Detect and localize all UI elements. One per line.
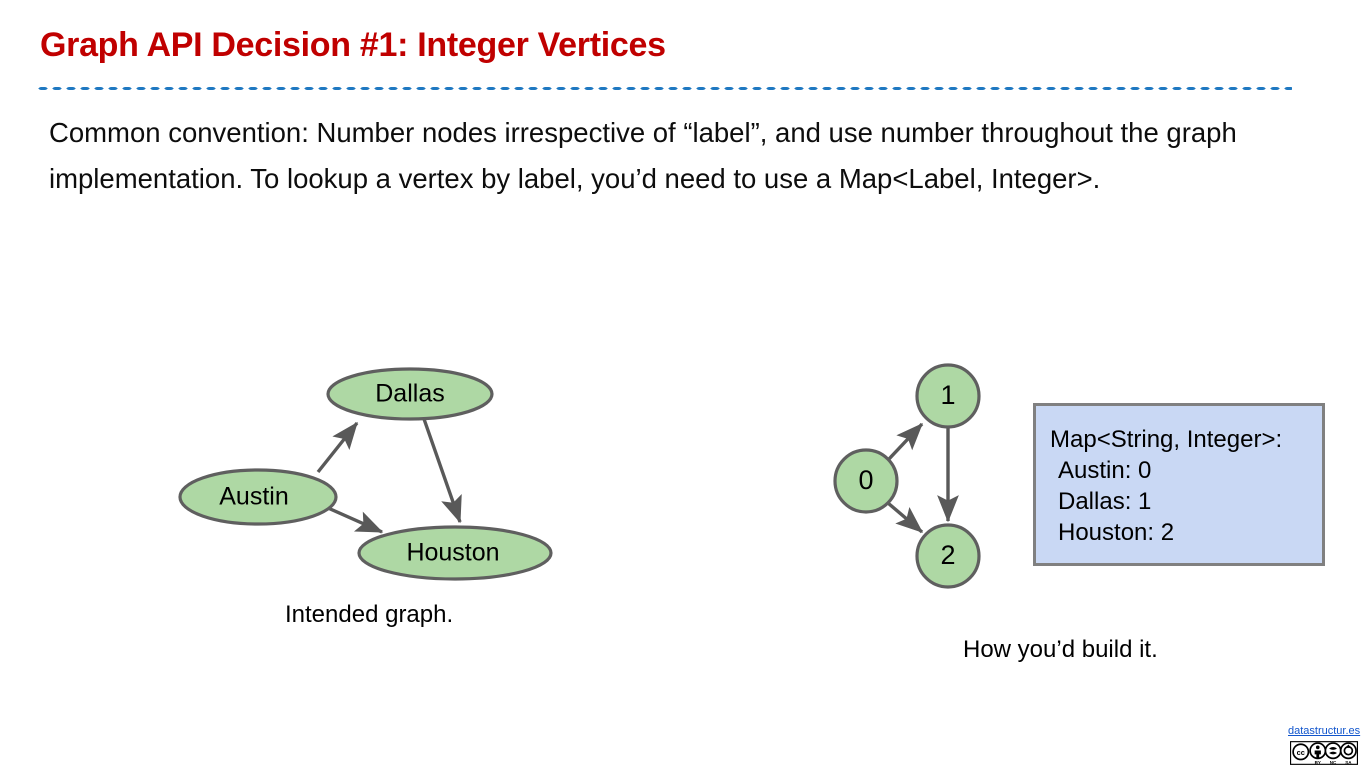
node-1-label: 1 (940, 380, 955, 410)
caption-how-youd-build-it: How you’d build it. (963, 636, 1158, 663)
page-title: Graph API Decision #1: Integer Vertices (40, 26, 666, 64)
node-0[interactable]: 0 (833, 448, 899, 514)
node-dallas-label: Dallas (375, 380, 444, 408)
map-header: Map<String, Integer>: (1050, 426, 1283, 453)
node-2-label: 2 (940, 540, 955, 570)
node-austin-shape (178, 468, 338, 526)
node-dallas-shape (326, 367, 494, 421)
node-1[interactable]: 1 (915, 363, 981, 429)
node-houston-label: Houston (406, 539, 499, 567)
integer-graph: 1 0 2 (833, 363, 981, 589)
intended-graph: Dallas Austin Houston (178, 367, 553, 581)
svg-text:BY: BY (1315, 760, 1321, 765)
edge-0-1 (887, 422, 924, 461)
node-houston[interactable]: Houston (357, 525, 553, 581)
svg-text:cc: cc (1297, 748, 1305, 757)
caption-intended-graph: Intended graph. (285, 601, 454, 628)
title-divider (36, 86, 1292, 91)
map-callout-box: Map<String, Integer>: Austin: 0 Dallas: … (1033, 403, 1325, 566)
map-entry-houston: Houston: 2 (1058, 519, 1175, 546)
node-2[interactable]: 2 (915, 523, 981, 589)
node-0-label: 0 (858, 465, 873, 495)
node-austin-label: Austin (219, 483, 288, 511)
node-1-shape (915, 363, 981, 429)
node-dallas[interactable]: Dallas (326, 367, 494, 421)
map-entry-austin: Austin: 0 (1058, 457, 1152, 484)
node-austin[interactable]: Austin (178, 468, 338, 526)
node-0-shape (833, 448, 899, 514)
datastructures-link[interactable]: datastructur.es (1288, 725, 1361, 737)
edge-austin-dallas (316, 421, 359, 474)
edge-austin-houston (327, 506, 384, 534)
creative-commons-license-icon[interactable]: cc BY NC SA (1290, 741, 1358, 765)
node-houston-shape (357, 525, 553, 581)
edge-dallas-houston (422, 418, 462, 524)
edge-0-2 (886, 501, 924, 534)
map-entry-dallas: Dallas: 1 (1058, 488, 1152, 515)
node-2-shape (915, 523, 981, 589)
svg-text:NC: NC (1330, 760, 1337, 765)
body-paragraph: Common convention: Number nodes irrespec… (49, 117, 1237, 194)
svg-text:SA: SA (1345, 760, 1352, 765)
